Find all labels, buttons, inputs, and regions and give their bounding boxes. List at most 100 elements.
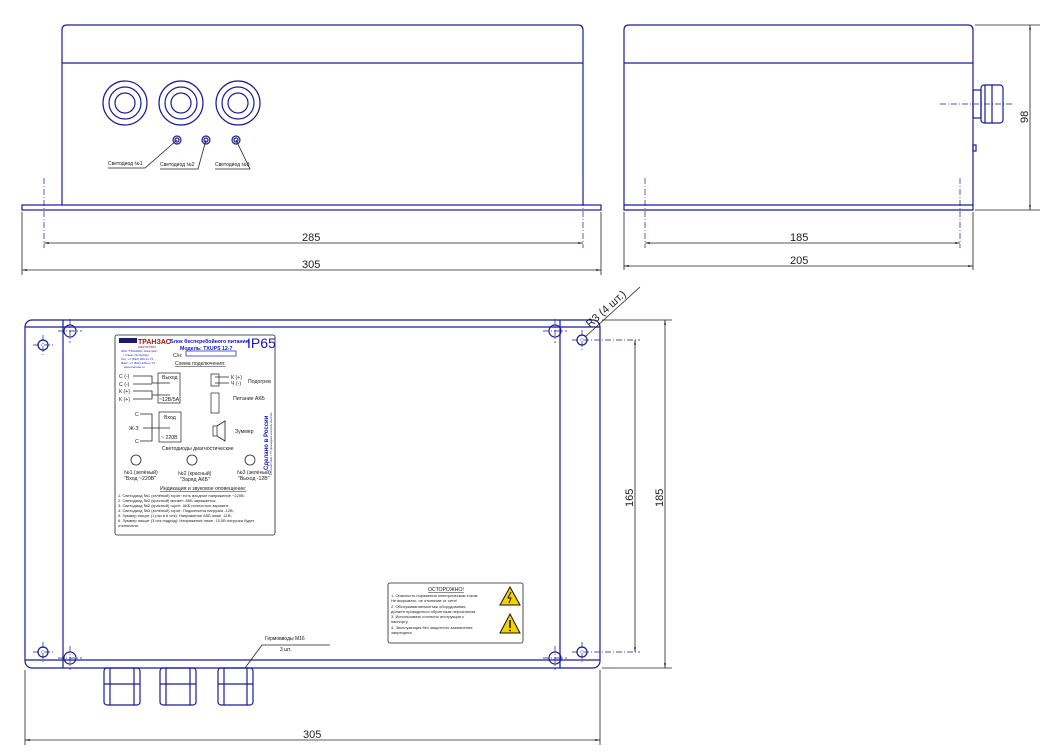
dim-98: 98 [1019,111,1031,123]
cable-gland [102,80,148,126]
terminal-label: С (-) [119,374,130,380]
indication-title: Индикация и звуковое оповещение: [160,486,246,492]
warning-label: ОСТОРОЖНО! 1. Опасность поражения электр… [387,582,524,644]
input-block-label: Вход [164,415,176,421]
warning-line: 1. Опасность поражения электрическим ток… [391,593,479,598]
warning-line: паспорту. [391,619,409,624]
warning-triangle-icon [499,612,521,634]
dim-305: 305 [302,259,320,271]
led-1-label: Светодиод №1 [108,161,143,167]
led-indicator [231,135,241,145]
gland-count: 3 шт. [280,647,291,653]
buzzer-label: Зуммер [235,429,254,435]
plan-view: R3 (4 шт.) Гермовводы М16 3 шт. 305 165 … [24,286,672,745]
terminal-label: С [135,412,139,418]
warning-line: 4. Эксплуатация без защитного заземления [391,625,472,630]
indication-line: 1. Светодиод №1 (зелёный) горит: есть вх… [118,493,245,498]
warning-line: 2. Обслуживание/монтаж оборудования [391,604,465,609]
radius-note: R3 (4 шт.) [584,288,629,330]
terminal-label: С [135,439,139,445]
indication-line: отключена. [118,523,139,528]
enclosure-outline [61,24,584,205]
dim-285: 285 [302,232,320,244]
corner-screw [543,319,567,343]
brand-sub: ЭЛЕКТРОНИКА [138,346,157,349]
warning-title: ОСТОРОЖНО! [428,587,464,593]
led-symbol-icon [130,454,142,466]
dim-185-bottom: 185 [654,489,666,507]
product-label: ТРАНЗАС ЭЛЕКТРОНИКА ЗАО "ТРАНЗАС Электри… [114,334,276,536]
enclosure-outline [623,24,974,211]
dim-205: 205 [790,255,808,267]
company-line: ЗАО "ТРАНЗАС Электрик" [121,349,157,353]
company-line: г. Санкт-Петербург [123,353,149,357]
led-indicator [201,135,211,145]
led-1-name: №1 (зелёный) [124,469,158,476]
mounting-hole [33,335,53,355]
made-in-sub: в соответствии с ТУ, прошедшее контроль … [269,412,273,475]
cable-gland [158,80,204,126]
leds-title: Светодиоды диагностические [162,446,234,452]
output-rating: ~12В/5А [159,397,180,403]
terminal-label: Ж-З [129,426,139,432]
cable-gland [215,80,261,126]
ip-rating: IP65 [247,335,276,351]
serial-field [185,350,237,357]
mounting-flange [21,204,602,211]
mounting-hole [33,642,53,662]
battery-label: Питание АКБ [233,396,265,402]
dim-165: 165 [624,489,636,507]
heater-label: Подогрев [248,379,271,385]
mounting-hole [572,642,640,662]
led-symbol-icon [186,454,198,466]
side-view: 98 185 205 [623,24,1040,270]
corner-screw [543,646,567,670]
made-in: Сделано в России [264,415,270,470]
terminal-label: К (+) [119,397,130,403]
indication-line: 6. Зуммер пищит (3 сек подряд): Напряжен… [118,518,255,523]
gland-note: Гермовводы М16 [265,636,305,642]
front-view: Светодиод №1 Светодиод №2 Светодиод №3 2… [21,24,602,275]
cable-gland-bottom [217,667,254,706]
led-2-name: №2 (красный) [178,470,212,477]
led-indicator [172,135,182,145]
led-symbol-icon [244,454,256,466]
dim-185: 185 [790,232,808,244]
warning-line: Не вскрывать, не отключив от сети! [391,598,457,603]
led-2-desc: "Заряд АКБ" [180,477,210,483]
scheme-title: Схема подключения: [175,361,225,367]
warning-line: запрещена. [391,630,413,635]
brand-logo: ТРАНЗАС [138,339,171,346]
company-line: Факс: +7 (812) 325-xx-73 [121,361,155,365]
buzzer-icon [212,425,218,437]
led-3-desc: "Выход -12В" [238,476,270,482]
high-voltage-warning-icon [499,585,521,606]
terminal-label: К (+) [119,389,130,395]
terminal-label: С (-) [119,382,130,388]
indication-line: 2. Светодиод №2 (красный) мигает: АКБ за… [118,498,216,503]
serial-label: С/н: [173,353,183,359]
indication-line: 4. Светодиод №3 (зелёный) горит: Подключ… [118,508,234,513]
label-title: Блок бесперебойного питания [170,338,249,345]
cable-gland-bottom [159,667,197,706]
enclosure-outline [24,319,601,669]
label-model: Модель: TXUPS 12-7 [180,346,232,352]
input-rating: ~ 220В [161,435,178,441]
indication-line: 3. Светодиод №2 (красный) горит: АКБ пол… [118,503,229,508]
led-3-name: №3 (зелёный) [237,469,271,476]
indication-line: 5. Зуммер пищит (1 раз в 6 сек): Напряже… [118,513,232,518]
terminal-label: Ч (-) [231,381,241,387]
led-1-desc: "Вход ~220В" [124,476,156,482]
company-line: www.transas.ru [124,365,145,369]
company-line: Тел: +7 (812) 326-xx-73 [121,357,153,361]
warning-line: должен проводиться обученным персоналом. [391,609,476,614]
mounting-hole [572,330,640,350]
corner-screw [58,319,82,343]
warning-line: 3. Использовать согласно инструкции к [391,614,464,619]
led-2-label: Светодиод №2 [160,162,195,168]
cable-gland-bottom [103,667,141,706]
dim-305-bottom: 305 [303,729,321,741]
terminal-label: К (+) [231,375,242,381]
output-block-label: Выход [162,375,178,381]
